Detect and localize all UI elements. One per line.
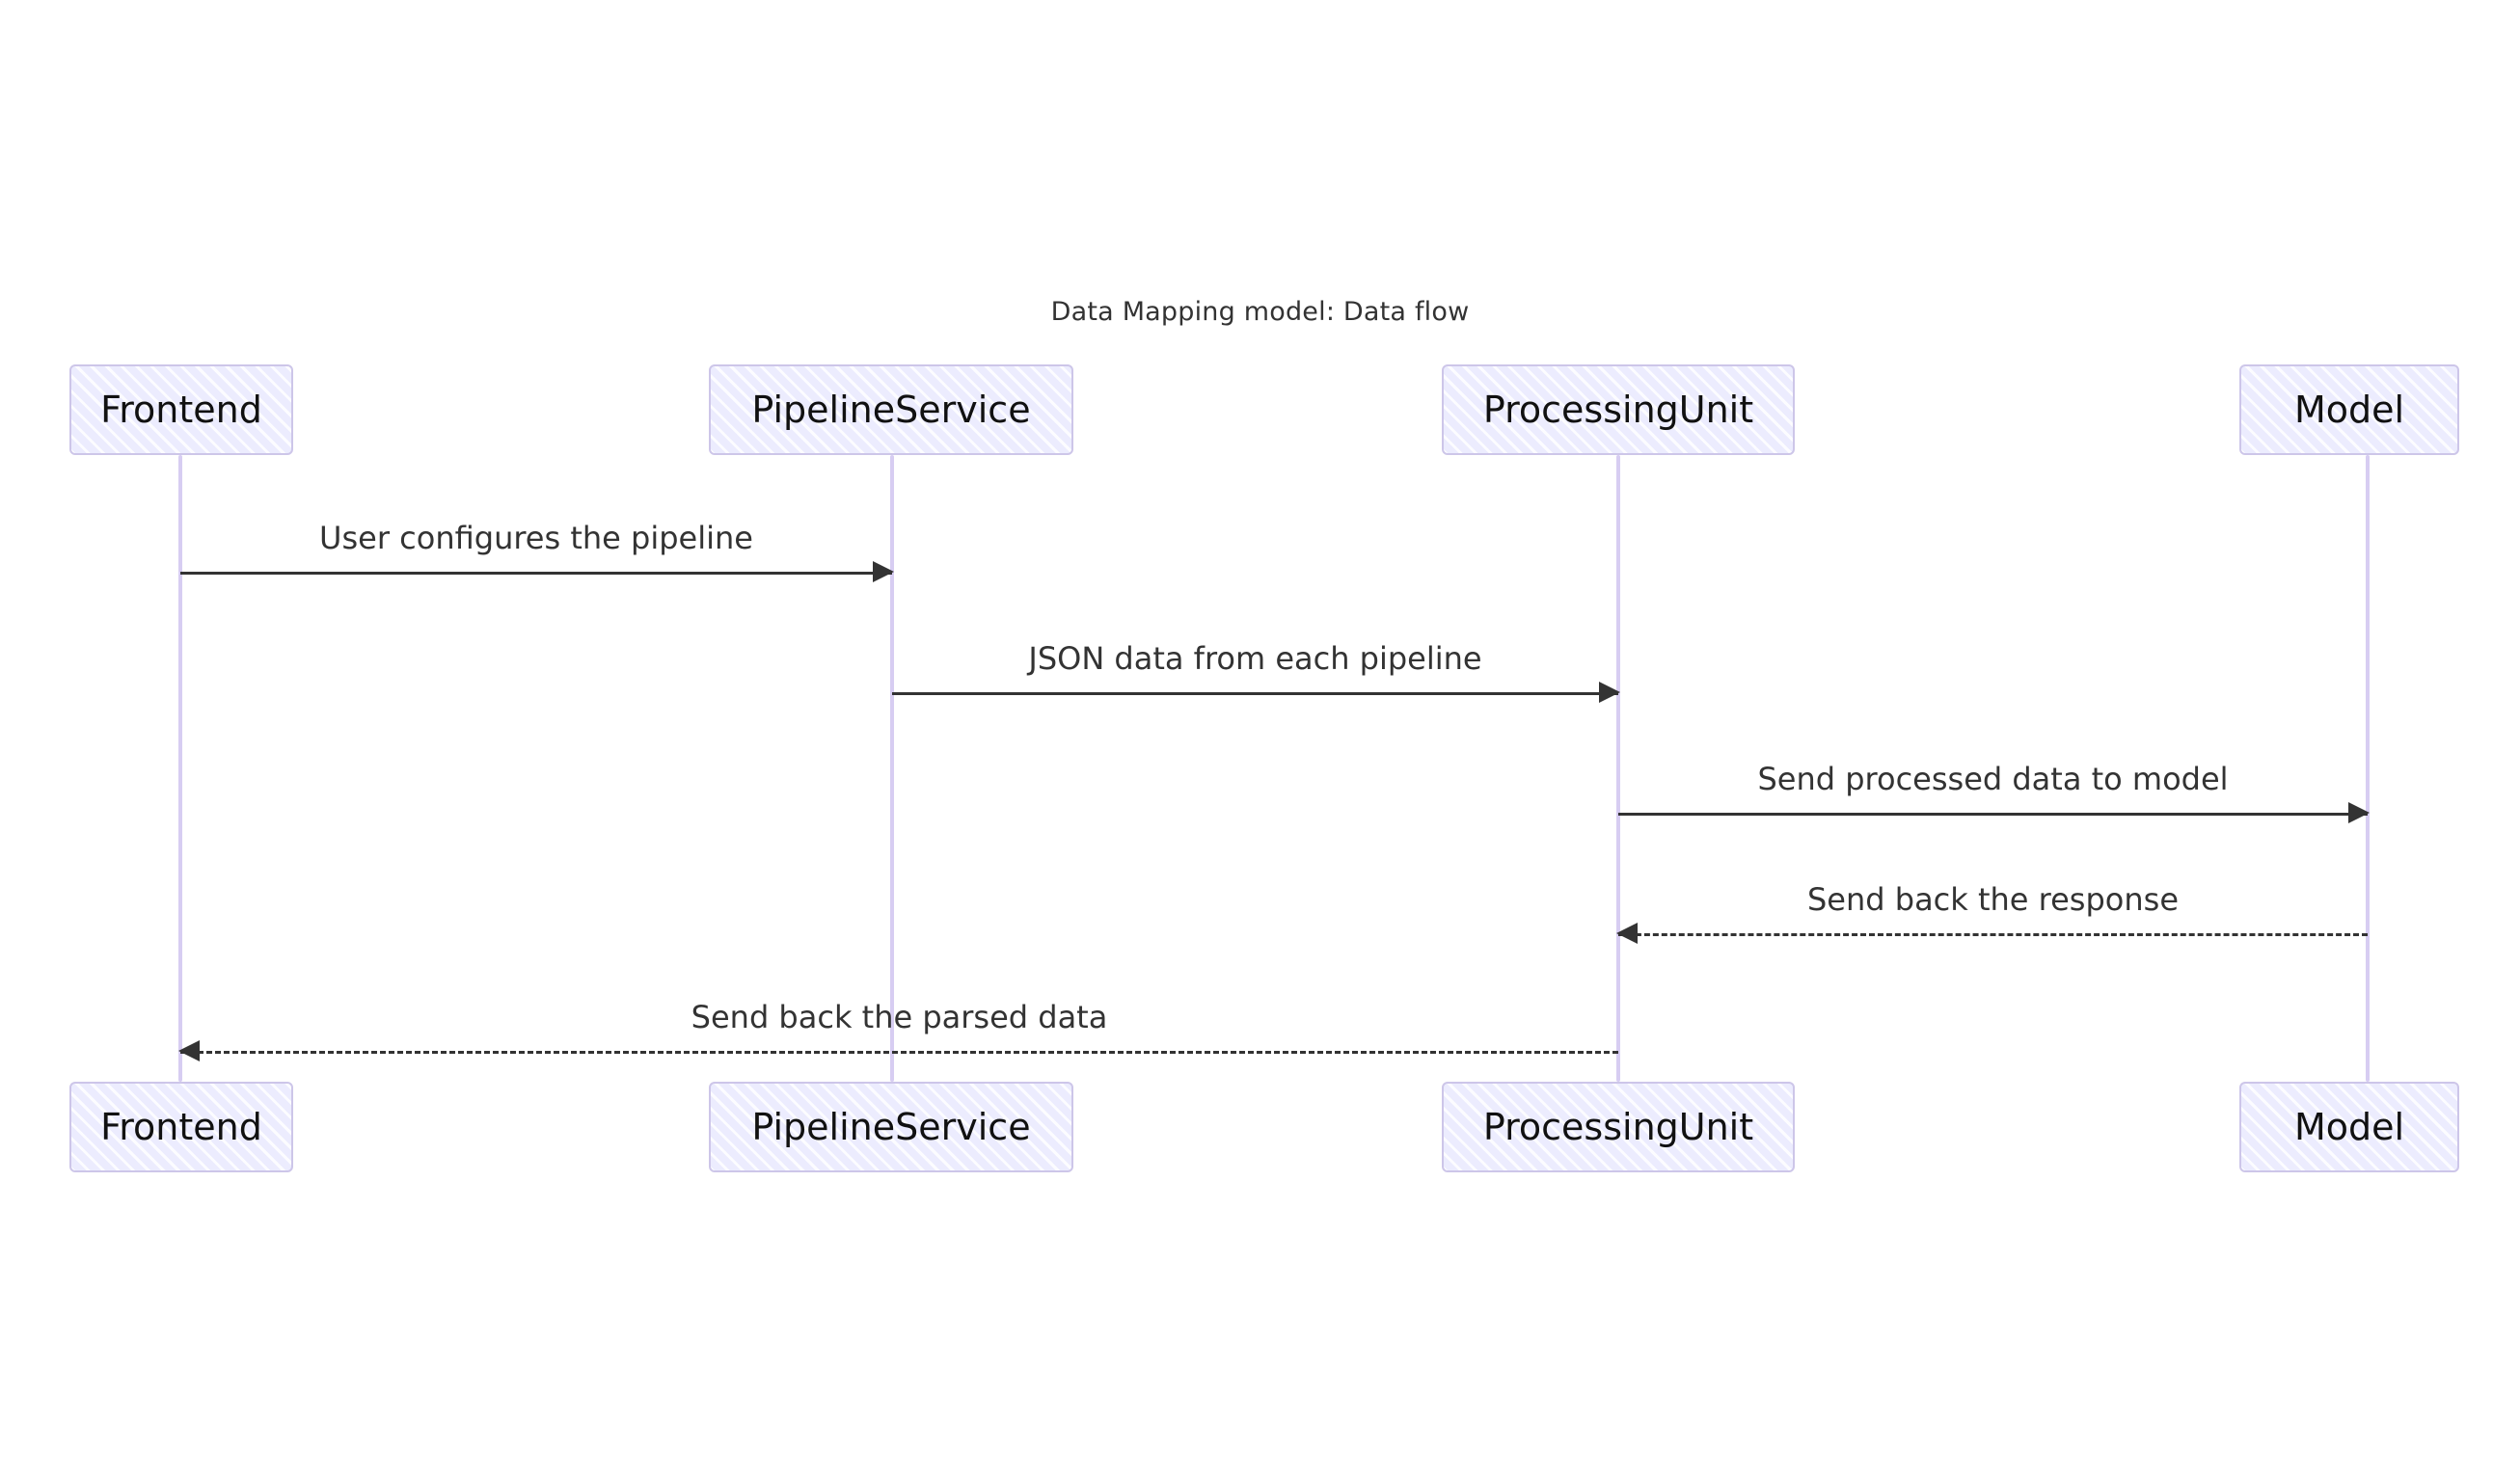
message-label: JSON data from each pipeline (1028, 640, 1482, 677)
message-label: Send back the parsed data (691, 999, 1108, 1035)
message-label: User configures the pipeline (319, 520, 753, 556)
message-label: Send processed data to model (1757, 761, 2229, 797)
arrowhead-right-icon (1599, 682, 1620, 703)
lifeline-frontend (178, 455, 182, 1082)
participant-label: Frontend (100, 389, 262, 431)
participant-label: Model (2293, 1106, 2405, 1148)
message-label: Send back the response (1806, 881, 2179, 918)
participant-box-processingunit-bottom[interactable]: ProcessingUnit (1442, 1082, 1795, 1172)
participant-box-model-top[interactable]: Model (2239, 364, 2459, 455)
message-line (180, 572, 892, 575)
arrowhead-left-icon (1616, 923, 1638, 944)
message-line (892, 692, 1618, 695)
participant-box-processingunit-top[interactable]: ProcessingUnit (1442, 364, 1795, 455)
participant-box-frontend-bottom[interactable]: Frontend (69, 1082, 293, 1172)
message-line (1618, 813, 2368, 816)
participant-box-frontend-top[interactable]: Frontend (69, 364, 293, 455)
participant-label: Model (2293, 389, 2405, 431)
participant-label: Frontend (100, 1106, 262, 1148)
message-line (180, 1051, 1618, 1054)
lifeline-processingunit (1616, 455, 1620, 1082)
participant-label: PipelineService (751, 389, 1031, 431)
participant-label: ProcessingUnit (1482, 1106, 1754, 1148)
arrowhead-right-icon (2348, 802, 2370, 823)
participant-label: PipelineService (751, 1106, 1031, 1148)
diagram-title: Data Mapping model: Data flow (1050, 297, 1470, 327)
participant-box-pipelineservice-bottom[interactable]: PipelineService (709, 1082, 1073, 1172)
lifeline-pipelineservice (890, 455, 894, 1082)
arrowhead-left-icon (178, 1040, 200, 1061)
arrowhead-right-icon (873, 561, 894, 582)
participant-label: ProcessingUnit (1482, 389, 1754, 431)
participant-box-pipelineservice-top[interactable]: PipelineService (709, 364, 1073, 455)
participant-box-model-bottom[interactable]: Model (2239, 1082, 2459, 1172)
lifeline-model (2366, 455, 2370, 1082)
message-line (1618, 933, 2368, 936)
